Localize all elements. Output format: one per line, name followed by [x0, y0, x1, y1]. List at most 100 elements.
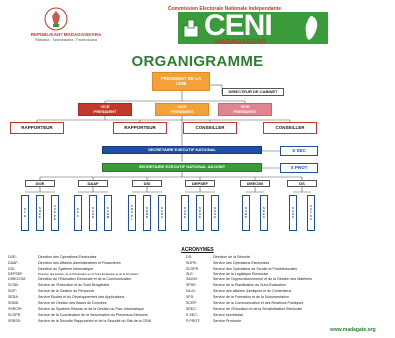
service-letter: S — [160, 205, 163, 210]
service-letter: E — [198, 215, 201, 220]
service-letter: S — [198, 212, 201, 216]
service-letter: S — [183, 212, 186, 216]
service-letter: S — [213, 212, 216, 216]
service-letter: P — [244, 215, 247, 220]
acronym-text: Service du Système Réseau et de la Gesti… — [38, 307, 144, 311]
acronym-code: SAGM: — [186, 277, 198, 281]
service-letter: E — [262, 212, 265, 216]
acronym-text: Service de l'Education et de la Sensibil… — [213, 307, 303, 311]
rapporteur-box-2: RAPPORTEUR — [113, 122, 167, 134]
service-letter: S — [130, 210, 133, 215]
service-letter: P — [130, 213, 133, 218]
service-letter: C — [160, 208, 164, 213]
vp-left-box: VICE PRESIDENT — [78, 103, 132, 116]
acronym-code: SLE: — [186, 272, 194, 276]
acronym-code: SPSE: — [186, 283, 197, 287]
direction-direcom: DIRECOM — [240, 180, 270, 187]
direction-ds: DS — [287, 180, 317, 187]
service-letter: S — [145, 205, 148, 210]
direction-doe: DOE — [25, 180, 55, 187]
directeur-cabinet-box: DIRECTEUR DE CABINET — [222, 88, 284, 96]
acronym-text: Service de Gestion des Bases de Données — [38, 301, 107, 305]
service-letter: C — [76, 210, 80, 215]
acronym-text: Service de la Sécurité Rapprochée et de … — [38, 319, 152, 323]
service-letter: C — [244, 208, 248, 213]
acronym-text: Direction des Etudes, de la Planificatio… — [38, 272, 139, 276]
service-letter: A — [160, 215, 164, 220]
secretaire-adjoint-box: SECRETAIRE EXECUTIF NATIONAL ADJOINT — [102, 163, 262, 172]
acronyms-title: ACRONYMES — [181, 247, 214, 253]
direction-depsef: DEPSEF — [185, 180, 215, 187]
service-letter: S — [291, 205, 294, 210]
service-letter: A — [106, 208, 109, 213]
service-letter: P — [38, 212, 41, 216]
acronym-code: DSI: — [8, 267, 15, 271]
service-letter: S — [53, 210, 56, 215]
acronym-code: DS: — [186, 255, 192, 259]
vp-center-box: VICE PRESIDENT — [155, 103, 209, 116]
acronym-code: DEPSEF: — [8, 272, 24, 276]
president-box: PRESIDENT DE LA CENI — [152, 72, 210, 91]
republic-name: REPUBLIKAN'I MADAGASIKARA — [30, 32, 102, 37]
madagascar-map-icon — [296, 14, 324, 42]
acronym-text: Service de la Gestion du Personnel — [38, 289, 95, 293]
service-letter: R — [244, 212, 248, 216]
service-letter: E — [262, 208, 265, 213]
service-letter: C — [53, 207, 57, 212]
acronym-text: Service de l'Exécution et du Suivi Budgé… — [38, 283, 110, 287]
acronym-code: SSRSS: — [8, 319, 22, 323]
service-letter: E — [23, 213, 26, 218]
acronym-code: SCSPE: — [8, 313, 22, 317]
acronym-text: Service de l'Approvisionnement et de la … — [213, 277, 312, 281]
service-letter: P — [53, 213, 56, 218]
footer-website: www.madagate.org — [330, 327, 376, 333]
direction-dsi: DSI — [132, 180, 162, 187]
service-letter: S — [38, 205, 41, 210]
service-letter: D — [145, 215, 148, 220]
service-letter: B — [145, 212, 148, 216]
acronym-text: Service des Opérations Electorales — [213, 261, 270, 265]
service-letter: O — [130, 207, 134, 212]
service-letter: A — [183, 208, 187, 213]
service-letter: S — [262, 205, 265, 210]
page-title: ORGANIGRAMME — [131, 53, 264, 70]
service-letter: M — [106, 215, 110, 220]
acronym-text: Service Protocole — [213, 319, 242, 323]
service-letter: P — [198, 208, 201, 213]
service-letter: A — [309, 207, 313, 212]
service-letter: E — [38, 215, 41, 220]
vp-right-box: VICE PRESIDENT — [218, 103, 272, 116]
acronym-code: SCSPE: — [186, 267, 200, 271]
service-letter: G — [91, 215, 95, 220]
acronym-text: Service des Affaires Juridiques et du Co… — [213, 289, 292, 293]
service-letter: G — [145, 208, 149, 213]
acronym-code: S SEC: — [186, 313, 198, 317]
conseiller-box-2: CONSEILLER — [263, 122, 317, 134]
s-sec-box: S SEC — [280, 146, 318, 156]
acronym-text: Service de la Communication et des Relat… — [213, 301, 304, 305]
service-letter: S — [198, 205, 201, 210]
ceni-logo: CENI — [178, 9, 328, 44]
service-letter: S — [183, 205, 186, 210]
service-letter: E — [53, 216, 56, 221]
republic-seal-icon — [42, 6, 70, 32]
acronym-text: Service Etudes et du Développement des A… — [38, 295, 125, 299]
service-letter: E — [213, 215, 216, 220]
